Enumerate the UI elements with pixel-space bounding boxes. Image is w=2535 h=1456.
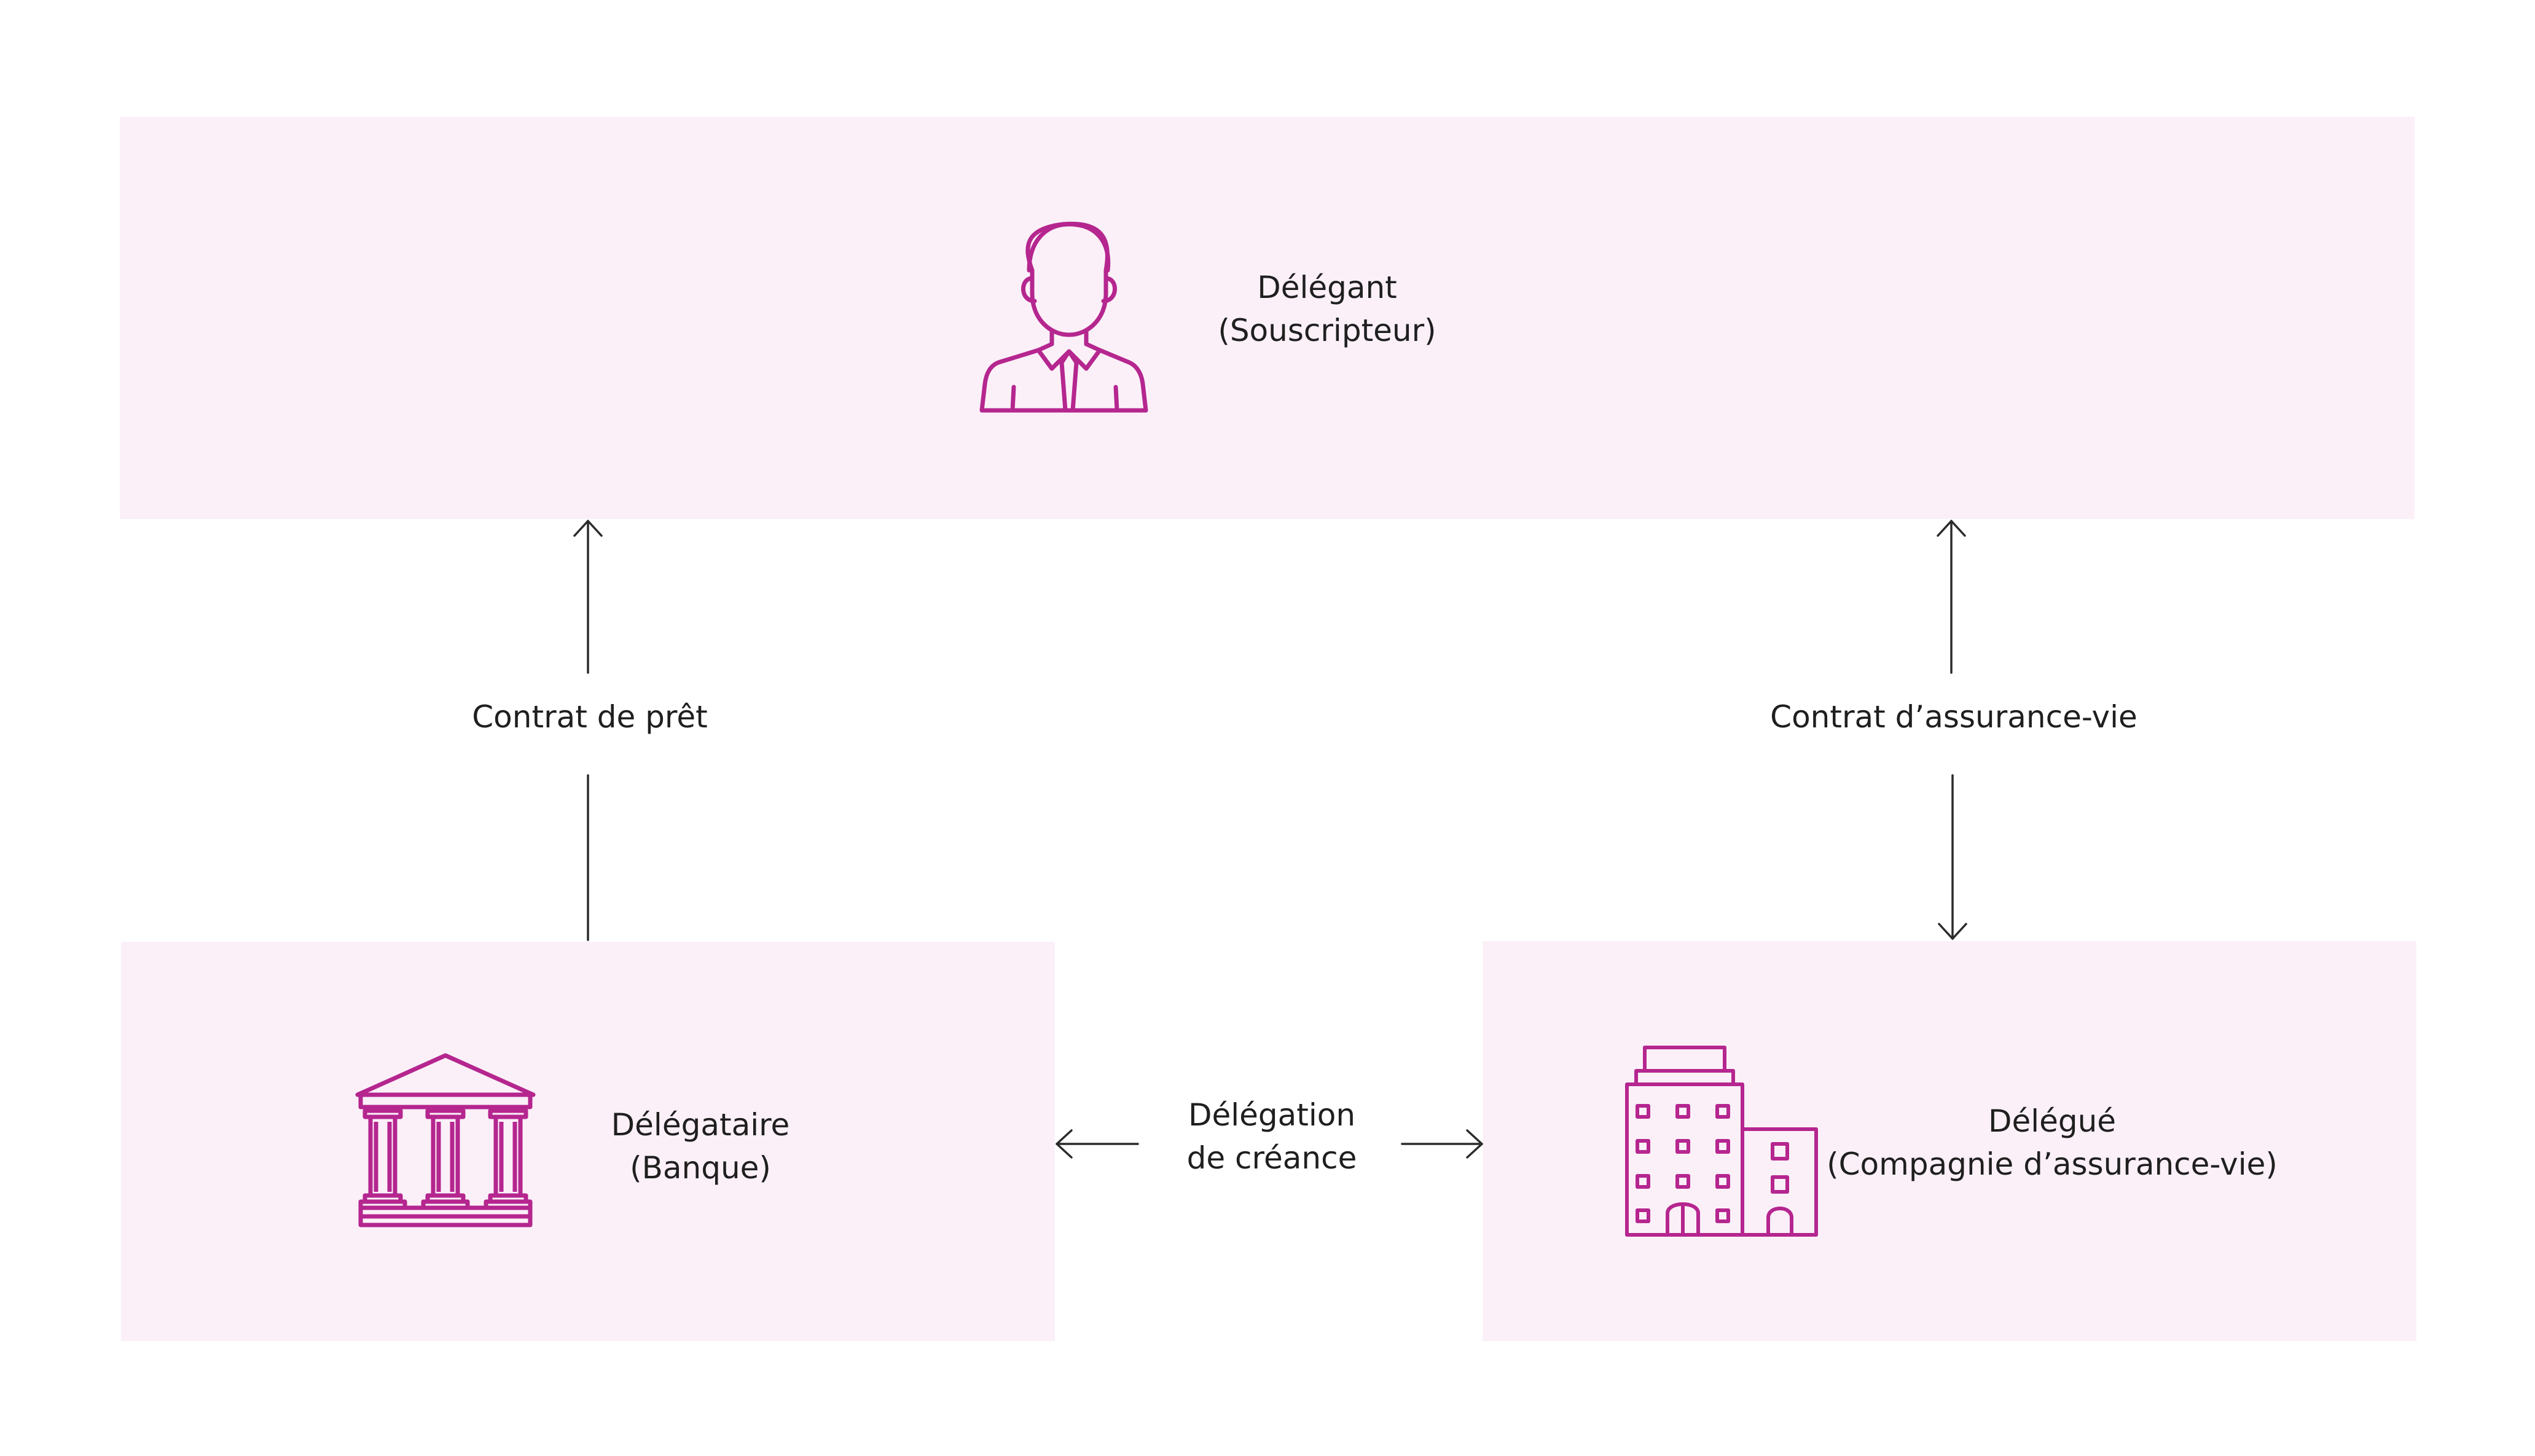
office-building-icon (1625, 1046, 1818, 1237)
contrat-assurance-text: Contrat d’assurance-vie (1770, 699, 2137, 735)
delegataire-label: Délégataire (Banque) (522, 1103, 879, 1189)
delegue-subtitle: (Compagnie d’assurance-vie) (1827, 1146, 2278, 1182)
delegant-label: Délégant (Souscripteur) (1149, 266, 1505, 352)
contrat-pret-label: Contrat de prêt (406, 695, 774, 738)
contrat-pret-text: Contrat de prêt (472, 699, 708, 735)
contrat-assurance-label: Contrat d’assurance-vie (1708, 695, 2200, 738)
delegation-line2: de créance (1186, 1140, 1357, 1176)
delegue-title: Délégué (1988, 1103, 2117, 1139)
delegation-line1: Délégation (1188, 1097, 1356, 1133)
delegant-box (120, 117, 2415, 519)
arrow-pret (573, 520, 603, 941)
person-icon (979, 221, 1148, 413)
delegataire-box (121, 942, 1055, 1341)
delegation-label: Délégation de créance (1106, 1094, 1438, 1180)
arrow-assurance (1937, 520, 1967, 940)
delegant-subtitle: (Souscripteur) (1218, 313, 1436, 348)
delegant-title: Délégant (1257, 270, 1397, 305)
delegue-label: Délégué (Compagnie d’assurance-vie) (1800, 1100, 2304, 1186)
bank-icon (355, 1053, 536, 1227)
arrow-delegation (1056, 1129, 1483, 1159)
delegataire-subtitle: (Banque) (630, 1150, 771, 1186)
delegataire-title: Délégataire (611, 1107, 790, 1143)
